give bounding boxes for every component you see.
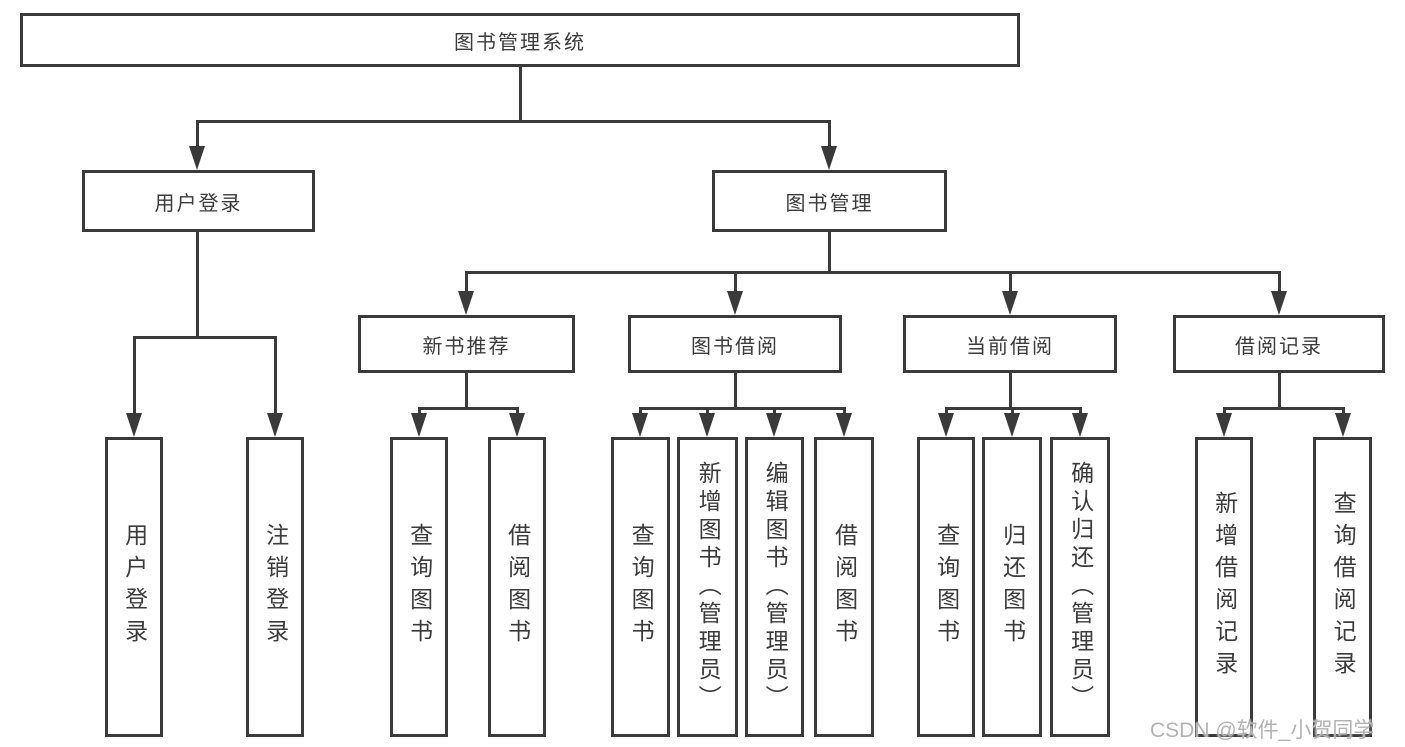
node-root-label: 图书管理系统 bbox=[454, 31, 586, 54]
node-current-borrow-label: 当前借阅 bbox=[966, 335, 1054, 358]
edge-leaf-stub bbox=[706, 407, 709, 416]
leaf-logout-label: 注销登录 bbox=[262, 523, 289, 651]
edge-to-leaf-logout bbox=[274, 336, 277, 416]
edge-book-borrow-stem bbox=[734, 371, 737, 409]
edge-leaf-stub bbox=[773, 407, 776, 416]
arrow-down-icon bbox=[766, 413, 782, 437]
edge-leaf-stub bbox=[1342, 407, 1345, 416]
arrow-down-icon bbox=[699, 413, 715, 437]
edge-book-management-stem bbox=[828, 232, 831, 273]
leaf-edit-books-admin: 编辑图书（管理员） bbox=[745, 437, 804, 737]
node-book-borrow-label: 图书借阅 bbox=[691, 335, 779, 358]
arrow-down-icon bbox=[727, 291, 743, 315]
edge-to-user-login bbox=[196, 120, 199, 150]
leaf-query-books-recommend: 查询图书 bbox=[390, 437, 448, 737]
node-new-book-recommend-label: 新书推荐 bbox=[422, 335, 511, 358]
edge-leaf-stub bbox=[516, 407, 519, 416]
arrow-down-icon bbox=[1072, 413, 1088, 437]
leaf-edit-books-admin-label: 编辑图书（管理员） bbox=[762, 461, 789, 713]
edge-book-borrow-rail bbox=[639, 407, 846, 410]
node-user-login: 用户登录 bbox=[82, 170, 315, 232]
edge-leaf-stub bbox=[945, 407, 948, 416]
leaf-query-books-current-label: 查询图书 bbox=[933, 523, 960, 651]
leaf-user-login-label: 用户登录 bbox=[121, 523, 148, 651]
leaf-add-borrow-record-label: 新增借阅记录 bbox=[1211, 491, 1238, 683]
arrow-down-icon bbox=[189, 146, 205, 170]
edge-leaf-stub bbox=[418, 407, 421, 416]
leaf-borrow-books-borrow: 借阅图书 bbox=[814, 437, 874, 737]
leaf-borrow-books-borrow-label: 借阅图书 bbox=[831, 523, 858, 651]
leaf-confirm-return-admin: 确认归还（管理员） bbox=[1050, 437, 1110, 737]
arrow-down-icon bbox=[1335, 413, 1351, 437]
node-book-borrow: 图书借阅 bbox=[628, 315, 842, 373]
leaf-query-books-current: 查询图书 bbox=[917, 437, 975, 737]
leaf-query-books-recommend-label: 查询图书 bbox=[406, 523, 433, 651]
node-user-login-label: 用户登录 bbox=[154, 192, 243, 215]
edge-leaf-stub bbox=[843, 407, 846, 416]
arrow-down-icon bbox=[458, 291, 474, 315]
arrow-down-icon bbox=[126, 413, 142, 437]
node-new-book-recommend: 新书推荐 bbox=[358, 315, 575, 373]
leaf-confirm-return-admin-label: 确认归还（管理员） bbox=[1067, 461, 1094, 713]
leaf-add-books-admin: 新增图书（管理员） bbox=[677, 437, 738, 737]
edge-leaf-stub bbox=[1079, 407, 1082, 416]
edge-to-current-borrow bbox=[1009, 271, 1012, 294]
arrow-down-icon bbox=[938, 413, 954, 437]
arrow-down-icon bbox=[1002, 291, 1018, 315]
edge-user-login-stem bbox=[196, 232, 199, 338]
leaf-borrow-books-recommend-label: 借阅图书 bbox=[504, 523, 531, 651]
edge-current-borrow-stem bbox=[1009, 371, 1012, 409]
edge-new-book-recommend-rail bbox=[418, 407, 519, 410]
edge-borrow-records-rail bbox=[1223, 407, 1345, 410]
edge-root-rail bbox=[196, 120, 831, 123]
edge-borrow-records-stem bbox=[1278, 371, 1281, 409]
node-borrow-records-label: 借阅记录 bbox=[1235, 335, 1323, 358]
edge-book-management-rail bbox=[465, 271, 1281, 274]
leaf-query-borrow-record: 查询借阅记录 bbox=[1313, 437, 1372, 737]
edge-leaf-stub bbox=[1011, 407, 1014, 416]
arrow-down-icon bbox=[836, 413, 852, 437]
arrow-down-icon bbox=[1271, 291, 1287, 315]
edge-new-book-recommend-stem bbox=[465, 371, 468, 409]
edge-leaf-stub bbox=[639, 407, 642, 416]
node-book-management: 图书管理 bbox=[712, 170, 947, 232]
arrow-down-icon bbox=[1004, 413, 1020, 437]
edge-leaf-stub bbox=[1223, 407, 1226, 416]
leaf-borrow-books-recommend: 借阅图书 bbox=[488, 437, 546, 737]
leaf-return-books: 归还图书 bbox=[982, 437, 1042, 737]
leaf-add-books-admin-label: 新增图书（管理员） bbox=[695, 461, 722, 713]
edge-root-stem bbox=[519, 66, 522, 122]
arrow-down-icon bbox=[411, 413, 427, 437]
arrow-down-icon bbox=[509, 413, 525, 437]
arrow-down-icon bbox=[821, 146, 837, 170]
leaf-add-borrow-record: 新增借阅记录 bbox=[1195, 437, 1253, 737]
leaf-query-books-borrow: 查询图书 bbox=[611, 437, 670, 737]
edge-user-login-rail bbox=[133, 336, 277, 339]
edge-to-new-book-recommend bbox=[465, 271, 468, 294]
arrow-down-icon bbox=[632, 413, 648, 437]
node-book-management-label: 图书管理 bbox=[785, 192, 874, 215]
csdn-watermark: CSDN @软件_小贺同学 bbox=[1150, 719, 1375, 742]
edge-to-leaf-user-login bbox=[133, 336, 136, 416]
edge-to-book-management bbox=[828, 120, 831, 150]
node-borrow-records: 借阅记录 bbox=[1173, 315, 1385, 373]
leaf-query-books-borrow-label: 查询图书 bbox=[628, 523, 655, 651]
node-root: 图书管理系统 bbox=[20, 13, 1020, 67]
node-current-borrow: 当前借阅 bbox=[903, 315, 1117, 373]
leaf-return-books-label: 归还图书 bbox=[999, 523, 1026, 651]
leaf-query-borrow-record-label: 查询借阅记录 bbox=[1330, 491, 1357, 683]
edge-to-borrow-records bbox=[1278, 271, 1281, 294]
leaf-user-login: 用户登录 bbox=[105, 437, 163, 737]
edge-to-book-borrow bbox=[734, 271, 737, 294]
arrow-down-icon bbox=[1216, 413, 1232, 437]
leaf-logout: 注销登录 bbox=[246, 437, 304, 737]
arrow-down-icon bbox=[267, 413, 283, 437]
